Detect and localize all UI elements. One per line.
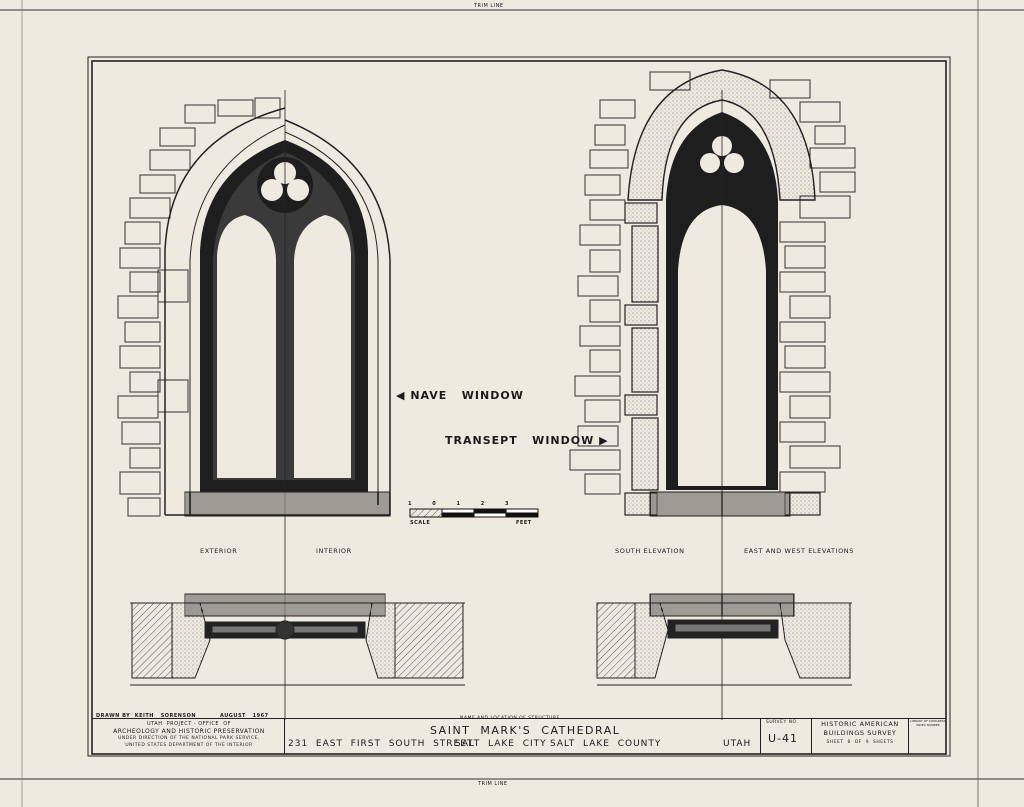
structure-city: SALT LAKE CITY	[455, 739, 547, 749]
transept-window-plan-section	[596, 593, 852, 686]
office-block: UTAH PROJECT - OFFICE OF ARCHEOLOGY AND …	[113, 721, 265, 748]
structure-address: 231 EAST FIRST SOUTH STREET	[288, 739, 474, 749]
title-block-top-rule	[92, 718, 946, 719]
nave-window-plan-section	[130, 593, 465, 686]
arrow-left-icon: ◀	[396, 389, 406, 402]
structure-caption: NAME AND LOCATION OF STRUCTURE	[460, 716, 560, 721]
scale-bar	[409, 508, 539, 518]
transept-window-label: TRANSEPT WINDOW ▶	[445, 434, 609, 447]
library-caption: LIBRARY OF CONGRESS INDEX NUMBER	[910, 719, 946, 727]
exterior-label: EXTERIOR	[200, 547, 238, 555]
survey-number: U-41	[768, 732, 799, 745]
drawing-date: AUGUST 1967	[220, 713, 269, 719]
survey-caption: SURVEY NO.	[766, 720, 799, 725]
scale-ticks: 1 0 1 2 3	[408, 501, 509, 507]
arrow-right-icon: ▶	[599, 434, 609, 447]
trim-line-label-bottom: TRIM LINE	[478, 781, 508, 787]
structure-name: SAINT MARK'S CATHEDRAL	[430, 724, 621, 737]
transept-window-stonework	[569, 71, 856, 495]
structure-county: SALT LAKE COUNTY	[550, 739, 662, 749]
nave-window-label: ◀ NAVE WINDOW	[396, 389, 524, 402]
east-west-elevations-label: EAST AND WEST ELEVATIONS	[744, 547, 854, 555]
trim-line-label-top: TRIM LINE	[474, 3, 504, 9]
south-elevation-label: SOUTH ELEVATION	[615, 547, 685, 555]
structure-state: UTAH	[723, 739, 752, 749]
habs-block: HISTORIC AMERICAN BUILDINGS SURVEY SHEET…	[821, 720, 899, 745]
interior-label: INTERIOR	[316, 547, 352, 555]
nave-window-stonework	[117, 97, 281, 517]
scale-label: SCALE	[410, 520, 431, 526]
feet-label: FEET	[516, 520, 532, 526]
drawn-by: DRAWN BY KEITH SORENSON	[96, 713, 197, 719]
